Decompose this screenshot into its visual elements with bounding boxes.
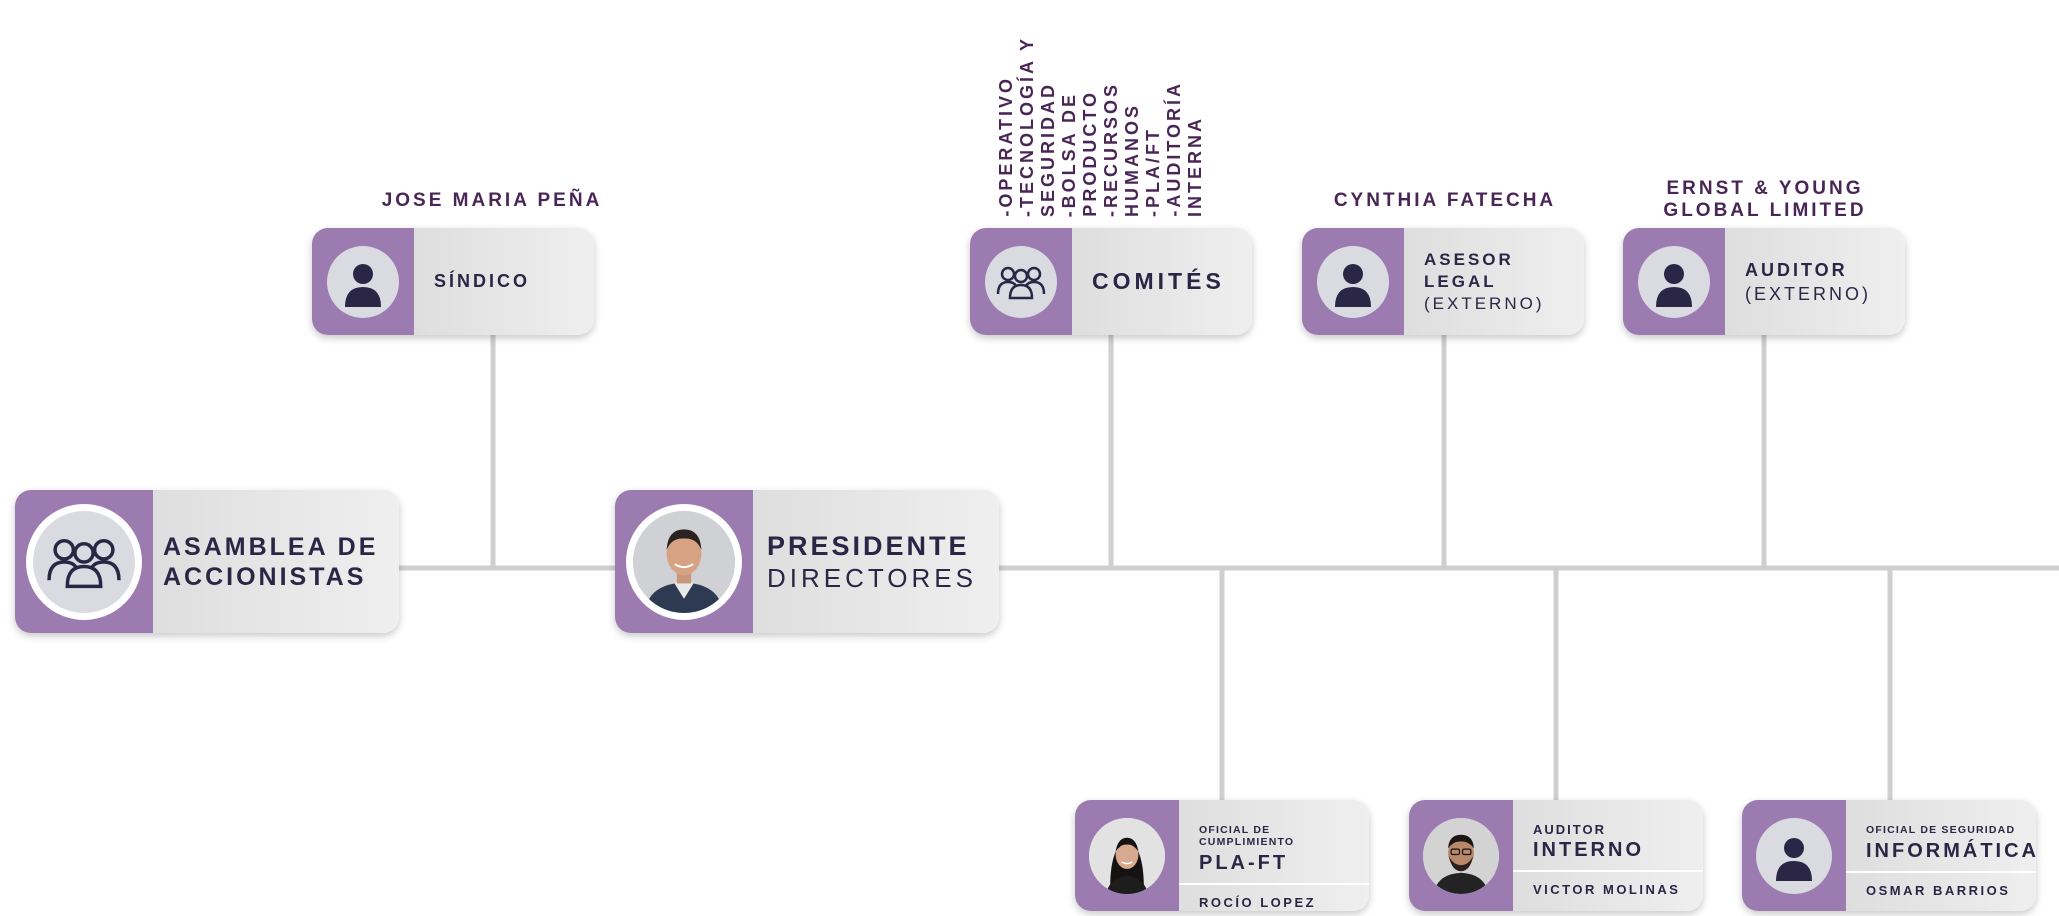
presidente-line1: PRESIDENTE xyxy=(767,530,970,561)
auditor-interno-person-name: VICTOR MOLINAS xyxy=(1533,882,1681,897)
auditor-externo-role-line2: (EXTERNO) xyxy=(1745,283,1871,304)
asesor-name: CYNTHIA FATECHA xyxy=(1333,190,1557,211)
pla-person-name: ROCÍO LOPEZ xyxy=(1199,895,1317,910)
person-icon xyxy=(1638,245,1710,318)
informatica-person-name: OSMAR BARRIOS xyxy=(1866,883,2011,898)
comites-box[interactable]: COMITÉS xyxy=(970,228,1252,335)
comite-item: INTERNA xyxy=(1185,116,1205,217)
pla-icon-col xyxy=(1075,800,1179,911)
informatica-box[interactable]: OFICIAL DE SEGURIDAD INFORMÁTICA OSMAR B… xyxy=(1742,800,2036,911)
pla-title: PLA-FT xyxy=(1199,852,1289,874)
comite-item: -TECNOLOGÍA Y xyxy=(1017,35,1037,217)
pla-photo xyxy=(1089,817,1165,894)
asamblea-box[interactable]: ASAMBLEA DE ACCIONISTAS xyxy=(15,490,399,633)
informatica-icon-col xyxy=(1742,800,1846,911)
sindico-role: SÍNDICO xyxy=(434,271,531,291)
auditor-interno-title: INTERNO xyxy=(1533,839,1644,861)
auditor-interno-photo xyxy=(1423,817,1499,894)
presidente-line2: DIRECTORES xyxy=(767,562,977,593)
person-icon xyxy=(1317,245,1389,318)
presidente-icon-col xyxy=(615,490,753,633)
asamblea-icon-col xyxy=(15,490,153,633)
sindico-icon-col xyxy=(312,228,414,335)
person-icon xyxy=(327,245,399,318)
auditor-externo-name-line2: GLOBAL LIMITED xyxy=(1663,200,1867,221)
auditor-interno-divider xyxy=(1513,870,1703,872)
asamblea-line2: ACCIONISTAS xyxy=(163,562,367,591)
comite-item: HUMANOS xyxy=(1122,103,1142,217)
auditor-externo-box[interactable]: AUDITOR (EXTERNO) xyxy=(1623,228,1905,335)
informatica-title: INFORMÁTICA xyxy=(1866,840,2036,862)
informatica-subtitle: OFICIAL DE SEGURIDAD xyxy=(1866,824,2016,836)
auditor-externo-name: ERNST & YOUNG GLOBAL LIMITED xyxy=(1600,178,1930,222)
comites-list: -OPERATIVO -TECNOLOGÍA Y SEGURIDAD -BOLS… xyxy=(995,12,1225,217)
asesor-role-line1: ASESOR xyxy=(1424,249,1514,269)
comites-icon-col xyxy=(970,228,1072,335)
pla-divider xyxy=(1179,883,1369,885)
comites-role: COMITÉS xyxy=(1092,268,1225,294)
asesor-box[interactable]: ASESOR LEGAL (EXTERNO) xyxy=(1302,228,1584,335)
group-icon xyxy=(985,245,1057,318)
comite-item: -RECURSOS xyxy=(1101,81,1121,217)
comite-item: PRODUCTO xyxy=(1080,90,1100,217)
pla-box[interactable]: OFICIAL DE CUMPLIMIENTO PLA-FT ROCÍO LOP… xyxy=(1075,800,1369,911)
presidente-photo xyxy=(626,503,742,620)
asesor-icon-col xyxy=(1302,228,1404,335)
presidente-box[interactable]: PRESIDENTE DIRECTORES xyxy=(615,490,999,633)
sindico-name: JOSE MARIA PEÑA xyxy=(381,190,603,211)
auditor-externo-icon-col xyxy=(1623,228,1725,335)
comite-item: -AUDITORÍA xyxy=(1164,81,1184,217)
informatica-divider xyxy=(1846,871,2036,873)
auditor-interno-subtitle: AUDITOR xyxy=(1533,822,1606,837)
auditor-externo-name-line1: ERNST & YOUNG xyxy=(1666,178,1864,199)
asesor-role-line2: LEGAL xyxy=(1424,271,1497,291)
comite-item: -OPERATIVO xyxy=(996,76,1016,217)
group-icon xyxy=(26,503,142,620)
sindico-box[interactable]: SÍNDICO xyxy=(312,228,594,335)
auditor-interno-box[interactable]: AUDITOR INTERNO VICTOR MOLINAS xyxy=(1409,800,1703,911)
pla-subtitle: OFICIAL DE CUMPLIMIENTO xyxy=(1199,824,1295,848)
asamblea-line1: ASAMBLEA DE xyxy=(163,532,379,561)
person-icon xyxy=(1756,817,1832,894)
comite-item: -BOLSA DE xyxy=(1059,91,1079,217)
auditor-externo-role-line1: AUDITOR xyxy=(1745,259,1848,280)
auditor-interno-icon-col xyxy=(1409,800,1513,911)
asesor-role-line3: (EXTERNO) xyxy=(1424,293,1545,313)
comite-item: -PLA/FT xyxy=(1143,127,1163,217)
comite-item: SEGURIDAD xyxy=(1038,81,1058,217)
